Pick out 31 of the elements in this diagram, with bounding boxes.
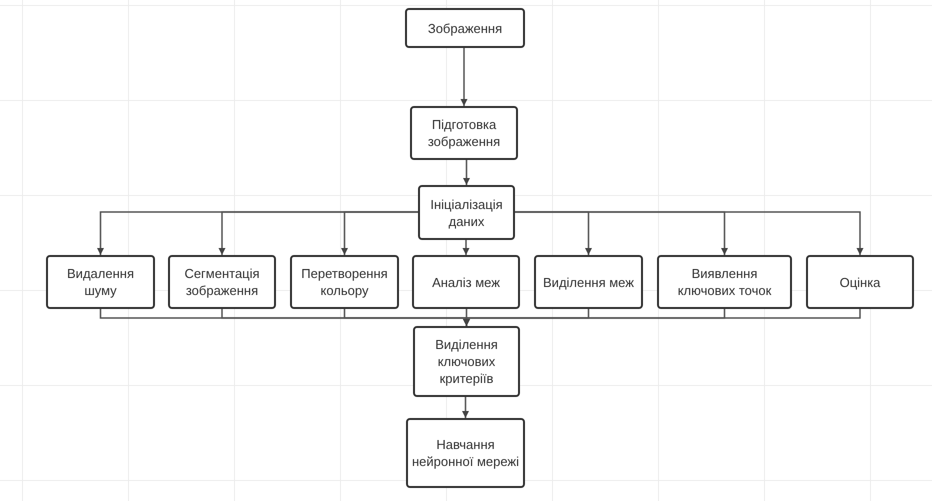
box-label: Виділення ключових критеріїв	[434, 336, 499, 387]
box-label: Зображення	[428, 20, 502, 36]
arrow	[515, 211, 864, 255]
box-label: Виявлення ключових точок	[676, 265, 772, 299]
box-label: Навчання нейронної мережі	[412, 436, 519, 470]
box-label: Сегментація зображення	[183, 265, 261, 299]
box-label: Ініціалізація даних	[429, 196, 504, 230]
arrow	[462, 240, 470, 255]
arrow	[463, 309, 861, 326]
box-label: Підготовка зображення	[426, 116, 502, 150]
process-box	[46, 255, 155, 309]
box-label: Аналіз меж	[432, 274, 500, 290]
process-box	[534, 255, 643, 309]
process-box	[657, 255, 792, 309]
process-box	[806, 255, 914, 309]
arrow	[341, 211, 418, 255]
arrow	[460, 48, 468, 106]
box-label: Видалення шуму	[66, 265, 135, 299]
box-label: Виділення меж	[543, 274, 634, 290]
box-label: Оцінка	[840, 274, 880, 290]
process-box	[418, 185, 515, 240]
arrow	[462, 397, 469, 418]
arrow	[463, 160, 470, 185]
process-box	[405, 8, 525, 48]
box-label: Перетворення кольору	[300, 265, 389, 299]
process-box	[413, 326, 520, 397]
process-box	[168, 255, 276, 309]
process-box	[406, 418, 525, 488]
process-box	[412, 255, 520, 309]
process-box	[410, 106, 518, 160]
process-box	[290, 255, 399, 309]
